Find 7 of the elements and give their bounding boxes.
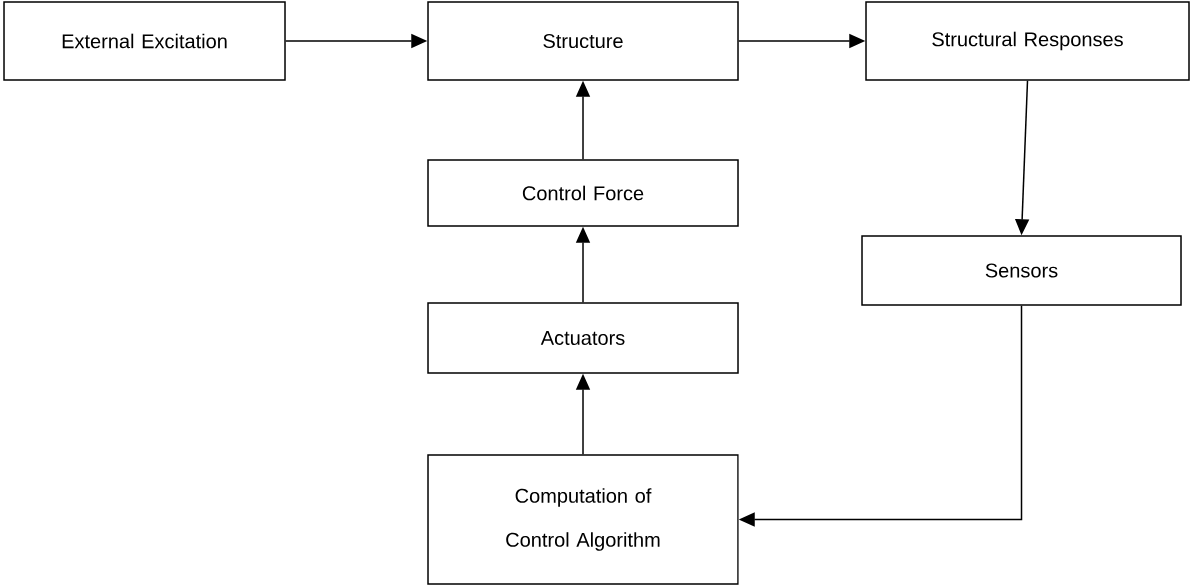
process-box: Structure <box>427 1 739 81</box>
process-box: Structural Responses <box>865 1 1190 81</box>
process-box: Actuators <box>427 302 739 374</box>
process-box: Sensors <box>861 235 1182 306</box>
process-box: Control Force <box>427 159 739 227</box>
process-box: Computation of Control Algorithm <box>427 454 739 585</box>
process-box: External Excitation <box>3 1 286 81</box>
